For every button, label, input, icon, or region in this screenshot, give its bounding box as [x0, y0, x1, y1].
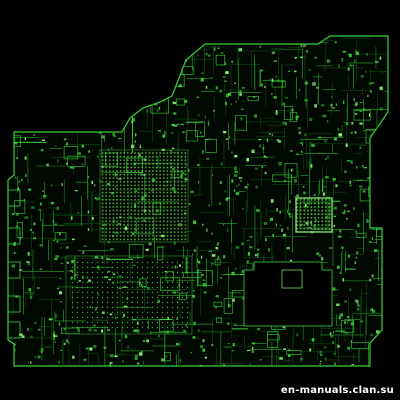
- edge-connector-notches: [8, 189, 21, 339]
- watermark-text: en-manuals.clan.su: [280, 385, 394, 396]
- memory-slot-region: [65, 255, 193, 335]
- board-cutout: [243, 261, 333, 327]
- chipset-bga-area: [295, 197, 333, 233]
- cpu-bga-area: [99, 149, 189, 243]
